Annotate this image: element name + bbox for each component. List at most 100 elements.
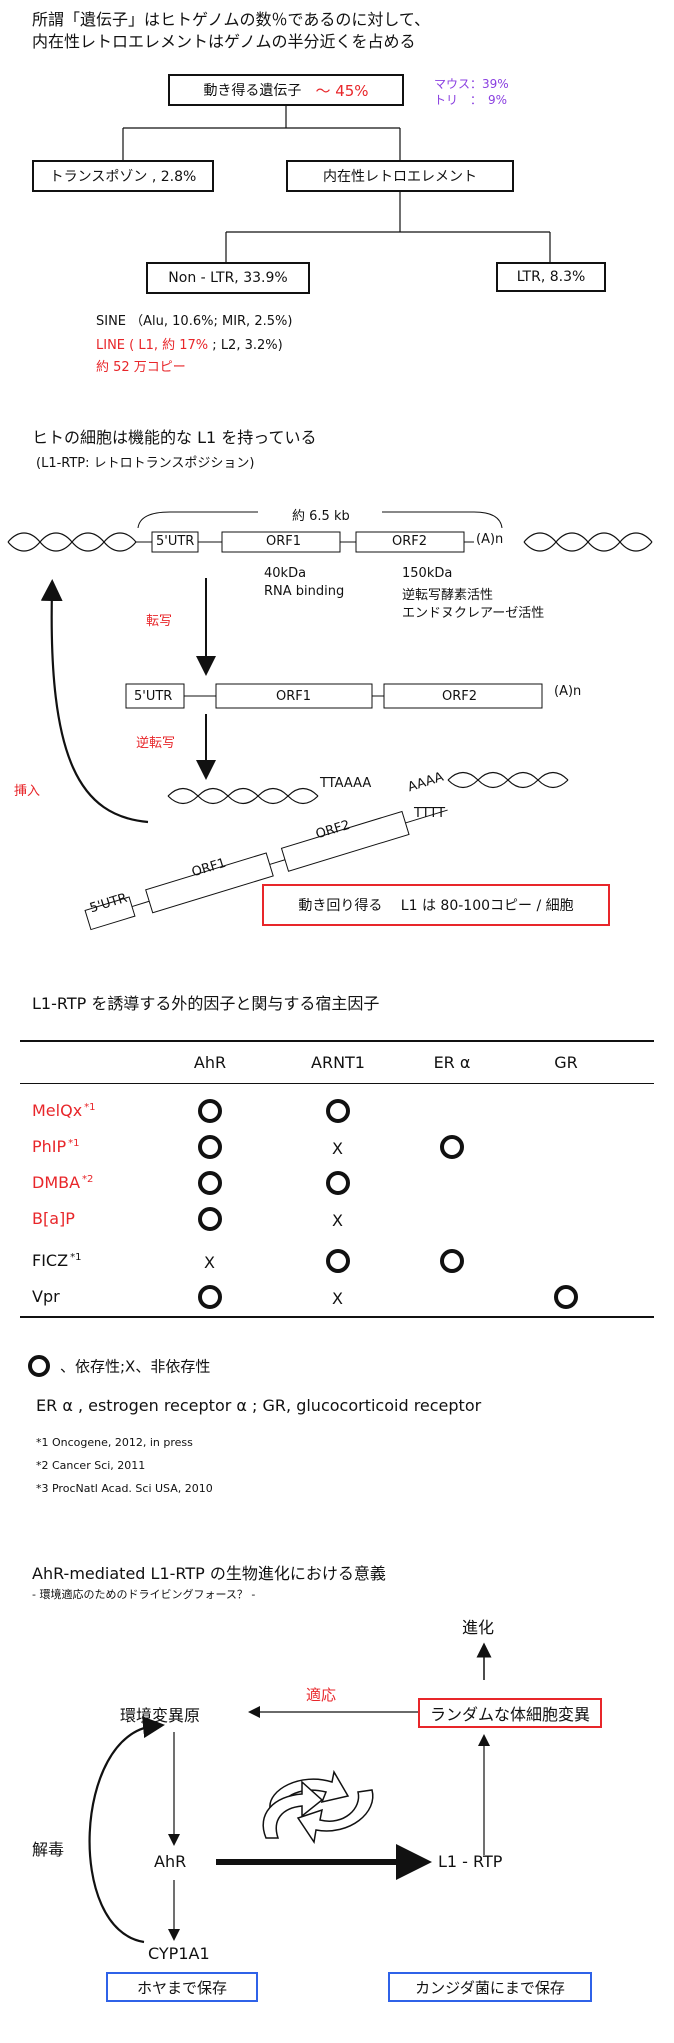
genome-tree-lines xyxy=(122,106,551,262)
mobile-genes-box: 動き得る遺伝子 〜 45% xyxy=(168,74,404,106)
independent-x-mark: X xyxy=(332,1289,343,1308)
dependent-circle-icon xyxy=(198,1207,222,1231)
dependent-circle-icon xyxy=(440,1135,464,1159)
section3-title: L1-RTP を誘導する外的因子と関与する宿主因子 xyxy=(32,994,380,1013)
dependent-circle-icon xyxy=(326,1171,350,1195)
reference-1: *1 Oncogene, 2012, in press xyxy=(36,1436,193,1449)
ltr-label: LTR, 8.3% xyxy=(516,269,586,285)
bird-pct: トリ ： 9% xyxy=(434,93,508,107)
orf1-function: RNA binding xyxy=(264,584,345,599)
table-header-rule xyxy=(20,1083,654,1084)
table-row-label: MelQx*1 xyxy=(32,1101,96,1120)
factor-name: MelQx xyxy=(32,1101,83,1120)
candida-label: カンジダ菌にまで保存 xyxy=(415,1978,565,1997)
line-text-black: ; L2, 3.2%) xyxy=(208,338,283,353)
endogenous-box: 内在性レトロエレメント xyxy=(286,160,514,192)
mouse-pct: マウス：39% xyxy=(434,77,509,91)
section4-title: AhR-mediated L1-RTP の生物進化における意義 xyxy=(32,1564,386,1583)
dependent-circle-icon xyxy=(440,1249,464,1273)
adaptation-label: 適応 xyxy=(306,1686,337,1704)
active-copies-box: 動き回り得る L1 は 80-100コピー / 細胞 xyxy=(262,884,610,926)
legend-text: 、依存性;X、非依存性 xyxy=(60,1357,211,1376)
transposon-box: トランスポゾン , 2.8% xyxy=(32,160,214,192)
detox-label: 解毒 xyxy=(32,1840,65,1859)
mutagen-label: 環境変異原 xyxy=(120,1706,201,1725)
non-ltr-box: Non - LTR, 33.9% xyxy=(146,262,310,294)
mobile-genes-pct: 〜 45% xyxy=(315,81,369,100)
endogenous-label: 内在性レトロエレメント xyxy=(323,169,477,185)
candida-box: カンジダ菌にまで保存 xyxy=(388,1972,592,2002)
reference-2: *2 Cancer Sci, 2011 xyxy=(36,1459,146,1472)
dependent-circle-icon xyxy=(198,1099,222,1123)
abbreviation-text: ER α , estrogen receptor α ; GR, glucoco… xyxy=(36,1396,482,1415)
factor-name: PhIP xyxy=(32,1137,67,1156)
transposon-label: トランスポゾン , 2.8% xyxy=(49,169,197,185)
sine-text: SINE （Alu, 10.6%; MIR, 2.5%) xyxy=(96,314,293,329)
orf2-function1: 逆転写酵素活性 xyxy=(402,588,494,603)
factor-name: FICZ xyxy=(32,1251,69,1270)
orf2-label-genomic: ORF2 xyxy=(392,534,428,549)
dependent-circle-icon xyxy=(198,1285,222,1309)
table-row-label: PhIP*1 xyxy=(32,1137,80,1156)
legend-row: 、依存性;X、非依存性 xyxy=(28,1355,210,1377)
utr-label-rna: 5'UTR xyxy=(134,689,173,704)
table-row-label: Vpr xyxy=(32,1287,60,1306)
section1-title-line1: 所謂「遺伝子」はヒトゲノムの数％であるのに対して、 xyxy=(32,10,431,29)
independent-x-mark: X xyxy=(204,1253,215,1272)
table-row-label: B[a]P xyxy=(32,1209,75,1228)
evolution-label: 進化 xyxy=(462,1618,495,1637)
orf1-size: 40kDa xyxy=(264,566,307,581)
orf1-label-genomic: ORF1 xyxy=(266,534,302,549)
transcription-label: 転写 xyxy=(146,614,173,629)
section4-subtitle: - 環境適応のためのドライビングフォース？ - xyxy=(32,1588,256,1601)
orf2-size: 150kDa xyxy=(402,566,453,581)
table-column-header: ARNT1 xyxy=(311,1053,365,1072)
ascidian-label: ホヤまで保存 xyxy=(136,1978,227,1997)
random-mutation-box: ランダムな体細胞変異 xyxy=(418,1698,602,1728)
l1-length: 約 6.5 kb xyxy=(292,509,350,524)
utr-label-genomic: 5'UTR xyxy=(156,534,195,549)
table-top-rule xyxy=(20,1040,654,1042)
copies-text: 約 52 万コピー xyxy=(96,360,186,375)
dependent-circle-icon xyxy=(326,1249,350,1273)
factor-name: Vpr xyxy=(32,1287,60,1306)
ahr-label: AhR xyxy=(154,1852,187,1871)
table-row-label: DMBA*2 xyxy=(32,1173,93,1192)
mobile-genes-label: 動き得る遺伝子 xyxy=(203,83,302,99)
polya-label-rna: (A)n xyxy=(554,684,582,699)
ttaaaa-label: TTAAAA xyxy=(320,776,372,791)
reference-3: *3 ProcNatl Acad. Sci USA, 2010 xyxy=(36,1482,213,1495)
line-text-red: LINE ( L1, 約 17% xyxy=(96,338,209,353)
independent-x-mark: X xyxy=(332,1139,343,1158)
dependent-circle-icon xyxy=(198,1135,222,1159)
orf2-label-rna: ORF2 xyxy=(442,689,478,704)
factor-reference-mark: *1 xyxy=(70,1251,82,1263)
cyp1a1-label: CYP1A1 xyxy=(148,1944,210,1963)
factor-reference-mark: *1 xyxy=(68,1137,80,1149)
non-ltr-label: Non - LTR, 33.9% xyxy=(168,270,288,286)
factor-name: DMBA xyxy=(32,1173,81,1192)
table-row-label: FICZ*1 xyxy=(32,1251,81,1270)
line-text: LINE ( L1, 約 17% ; L2, 3.2%) xyxy=(96,334,283,353)
insertion-label: 挿入 xyxy=(14,784,41,799)
legend-circle-icon xyxy=(28,1355,50,1377)
tttt-label: TTTT xyxy=(414,806,446,821)
polya-label-genomic: (A)n xyxy=(476,532,504,547)
ltr-box: LTR, 8.3% xyxy=(496,262,606,292)
reverse-transcription-label: 逆転写 xyxy=(136,736,176,751)
factor-name: B[a]P xyxy=(32,1209,75,1228)
table-column-header: AhR xyxy=(193,1053,227,1072)
active-copies-text: 動き回り得る L1 は 80-100コピー / 細胞 xyxy=(298,898,574,914)
random-mutation-label: ランダムな体細胞変異 xyxy=(429,1705,590,1724)
ascidian-box: ホヤまで保存 xyxy=(106,1972,258,2002)
dependent-circle-icon xyxy=(326,1099,350,1123)
l1rtp-label: L1 - RTP xyxy=(438,1852,503,1871)
orf1-label-rna: ORF1 xyxy=(276,689,312,704)
orf2-function2: エンドヌクレアーゼ活性 xyxy=(402,606,545,621)
factor-reference-mark: *2 xyxy=(82,1173,94,1185)
dependent-circle-icon xyxy=(554,1285,578,1309)
independent-x-mark: X xyxy=(332,1211,343,1230)
factor-reference-mark: *1 xyxy=(84,1101,96,1113)
section2-subtitle: (L1-RTP: レトロトランスポジション) xyxy=(36,456,255,471)
l1-structure-diagram xyxy=(7,511,653,931)
